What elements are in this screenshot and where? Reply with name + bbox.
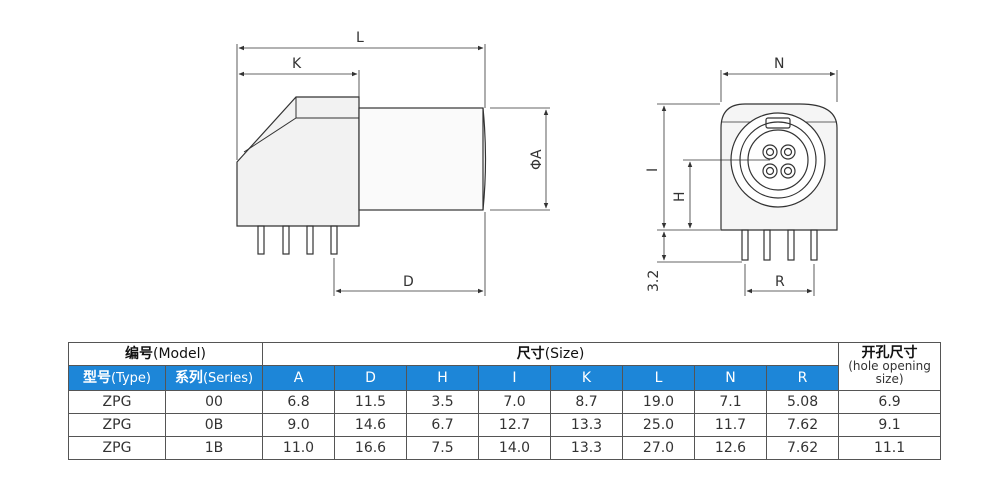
series-header-en: (Series) <box>202 370 254 386</box>
cell-L: 25.0 <box>622 413 695 437</box>
table-header-row: 编号(Model) 尺寸(Size) 开孔尺寸(hole opening siz… <box>68 342 942 391</box>
size-header-en: (Size) <box>544 346 585 362</box>
hole-size-header-en: (hole opening size) <box>848 359 931 386</box>
size-header-cn: 尺寸 <box>516 346 545 362</box>
cell-N: 7.1 <box>694 390 767 414</box>
cell-type: ZPG <box>68 436 166 460</box>
cell-K: 13.3 <box>550 413 623 437</box>
cell-H: 7.5 <box>406 436 479 460</box>
dim-I-label: I <box>645 168 661 172</box>
cell-type: ZPG <box>68 390 166 414</box>
col-header-R: R <box>765 365 840 391</box>
dim-H-label: H <box>672 191 688 202</box>
cell-L: 27.0 <box>622 436 695 460</box>
cell-H: 3.5 <box>406 390 479 414</box>
cell-I: 12.7 <box>478 413 551 437</box>
cell-A: 6.8 <box>262 390 335 414</box>
cell-D: 16.6 <box>334 436 407 460</box>
type-header-cn: 型号 <box>82 369 111 386</box>
cell-K: 8.7 <box>550 390 623 414</box>
col-header-K: K <box>550 365 623 391</box>
dim-D-label: D <box>403 274 414 290</box>
series-header: 系列(Series) <box>165 365 263 391</box>
cell-K: 13.3 <box>550 436 623 460</box>
table-row: ZPG 0B 9.0 14.6 6.7 12.7 13.3 25.0 11.7 … <box>68 413 942 437</box>
cell-hole: 11.1 <box>838 436 942 460</box>
cell-R: 7.62 <box>765 436 840 460</box>
side-view <box>236 44 550 296</box>
series-header-cn: 系列 <box>174 369 203 386</box>
cell-I: 7.0 <box>478 390 551 414</box>
type-header: 型号(Type) <box>68 365 166 391</box>
col-header-L: L <box>622 365 695 391</box>
cell-A: 9.0 <box>262 413 335 437</box>
col-header-D: D <box>334 365 407 391</box>
technical-drawing: L K ΦA D N I <box>236 30 838 296</box>
hole-size-header-cn: 开孔尺寸 <box>861 345 918 361</box>
dim-L-label: L <box>356 30 364 46</box>
cell-I: 14.0 <box>478 436 551 460</box>
cell-series: 1B <box>165 436 263 460</box>
cell-A: 11.0 <box>262 436 335 460</box>
dim-phiA-label: ΦA <box>529 149 545 170</box>
cell-type: ZPG <box>68 413 166 437</box>
cell-H: 6.7 <box>406 413 479 437</box>
cell-hole: 6.9 <box>838 390 942 414</box>
cell-R: 7.62 <box>765 413 840 437</box>
size-header: 尺寸(Size) <box>261 342 840 366</box>
col-header-H: H <box>406 365 479 391</box>
cell-N: 12.6 <box>694 436 767 460</box>
dim-R-label: R <box>775 274 785 290</box>
cell-D: 11.5 <box>334 390 407 414</box>
dim-pin-label: 3.2 <box>646 270 662 292</box>
cell-D: 14.6 <box>334 413 407 437</box>
table-subheader-row: 型号(Type) 系列(Series) A D H I K L N R <box>68 365 941 391</box>
cell-N: 11.7 <box>694 413 767 437</box>
hole-size-header: 开孔尺寸(hole opening size) <box>838 342 942 391</box>
cell-R: 5.08 <box>765 390 840 414</box>
front-view <box>657 70 838 296</box>
col-header-I: I <box>478 365 551 391</box>
col-header-N: N <box>694 365 767 391</box>
cell-series: 0B <box>165 413 263 437</box>
dim-N-label: N <box>774 56 784 72</box>
table-row: ZPG 00 6.8 11.5 3.5 7.0 8.7 19.0 7.1 5.0… <box>68 390 942 414</box>
type-header-en: (Type) <box>110 370 151 386</box>
cell-series: 00 <box>165 390 263 414</box>
model-header: 编号(Model) <box>68 342 263 366</box>
spec-table: 编号(Model) 尺寸(Size) 开孔尺寸(hole opening siz… <box>68 342 942 460</box>
dim-K-label: K <box>292 56 302 72</box>
model-header-cn: 编号 <box>125 346 154 362</box>
model-header-en: (Model) <box>153 346 206 362</box>
col-header-A: A <box>262 365 335 391</box>
table-row: ZPG 1B 11.0 16.6 7.5 14.0 13.3 27.0 12.6… <box>68 436 942 460</box>
cell-hole: 9.1 <box>838 413 942 437</box>
cell-L: 19.0 <box>622 390 695 414</box>
